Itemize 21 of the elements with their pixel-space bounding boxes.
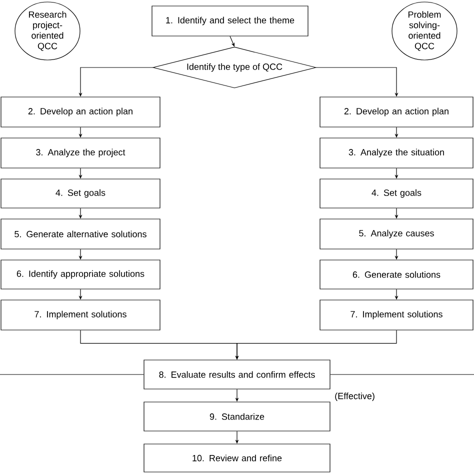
process-box: 5. Generate alternative solutions bbox=[0, 218, 160, 250]
line bbox=[0, 374, 144, 375]
process-box: 3. Analyze the situation bbox=[320, 138, 474, 168]
process-box: 6. Identify appropriate solutions bbox=[0, 260, 160, 290]
process-box: 5. Analyze causes bbox=[320, 218, 474, 250]
note-text: (Effective) bbox=[335, 392, 374, 401]
process-box: 7. Implement solutions bbox=[320, 300, 474, 330]
process-box: 4. Set goals bbox=[0, 178, 160, 208]
line bbox=[330, 374, 474, 375]
process-box: 6. Generate solutions bbox=[320, 260, 474, 290]
process-box: 4. Set goals bbox=[320, 178, 474, 208]
process-box: 10. Review and refine bbox=[144, 444, 330, 472]
process-box: 7. Implement solutions bbox=[0, 300, 160, 330]
process-box: 9. Standarize bbox=[144, 402, 330, 432]
process-box: 1. Identify and select the theme bbox=[152, 6, 308, 36]
process-box: 8. Evaluate results and confirm effects bbox=[144, 360, 330, 390]
oval-node: Problem solving-oriented QCC bbox=[392, 2, 458, 60]
oval-node: Research project-oriented QCC bbox=[14, 2, 80, 60]
process-box: 3. Analyze the project bbox=[0, 138, 160, 168]
process-box: 2. Develop an action plan bbox=[0, 96, 160, 128]
process-box: 2. Develop an action plan bbox=[320, 96, 474, 128]
